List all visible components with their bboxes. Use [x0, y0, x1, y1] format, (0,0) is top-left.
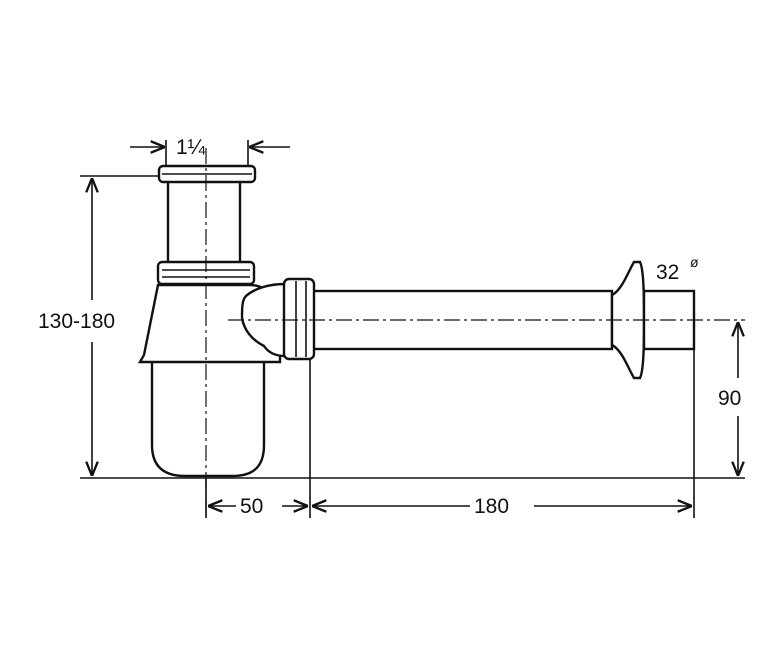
offset-label: 50	[240, 495, 263, 518]
dimension-outlet-diameter: 32 ø	[656, 254, 699, 284]
trap-cup	[150, 358, 266, 478]
dimension-inlet: 1¼	[130, 136, 290, 159]
height-range-label: 130-180	[38, 310, 115, 333]
pipe-length-label: 180	[474, 495, 509, 518]
diameter-symbol: ø	[690, 254, 699, 270]
outlet-height-label: 90	[718, 387, 741, 410]
extension-lines	[80, 140, 745, 518]
dimension-pipe-length: 180	[312, 495, 692, 518]
outlet-diameter-label: 32	[656, 261, 679, 284]
dimension-offset: 50	[208, 495, 308, 518]
dimension-outlet-height: 90	[718, 322, 741, 476]
center-lines	[205, 148, 745, 515]
inlet-diameter-label: 1¼	[176, 136, 206, 159]
union-nut	[282, 277, 316, 361]
dimension-height: 130-180	[38, 178, 115, 476]
inlet-tube	[156, 164, 257, 286]
